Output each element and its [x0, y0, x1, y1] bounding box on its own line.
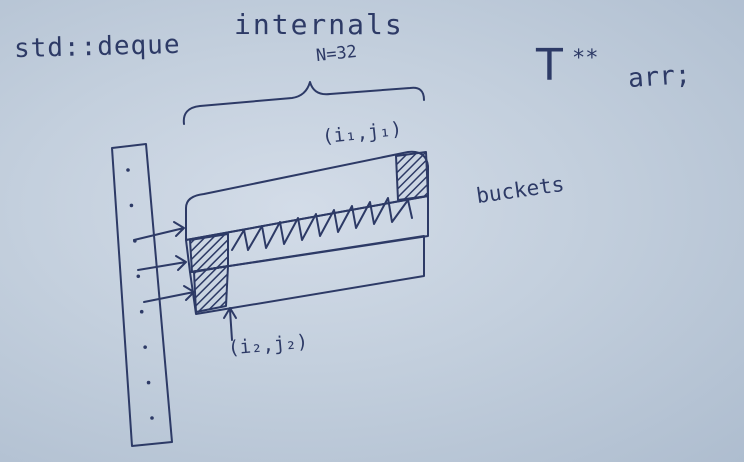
bucket-1 [185, 150, 429, 241]
arrow-to-last-index [223, 307, 237, 341]
title-std-deque: std::deque [13, 29, 181, 65]
map-array-dots [126, 168, 154, 420]
map-array-dot [139, 309, 144, 314]
arrow-to-bucket-2 [137, 255, 187, 271]
bucket-3-hatched-start [193, 265, 229, 313]
bucket-3 [189, 235, 425, 315]
array-name: arr; [627, 59, 692, 95]
arrow-to-bucket-3 [143, 285, 195, 303]
bucket-2 [185, 195, 429, 273]
map-array-dot [146, 380, 151, 385]
pointer-stars: ** [572, 46, 599, 71]
bucket-size-label: N=32 [315, 41, 358, 67]
type-symbol: T [536, 40, 563, 91]
brace [182, 81, 425, 125]
arrow-to-bucket-1 [133, 221, 185, 241]
title-internals: internals [234, 8, 404, 41]
map-array-dot [129, 203, 134, 208]
bucket-2-zigzag [231, 197, 413, 251]
bucket-1-hatched-end [395, 151, 429, 201]
map-array-dot [126, 168, 130, 172]
map-array [111, 143, 173, 447]
map-array-dot [143, 345, 147, 349]
map-array-dot [150, 416, 154, 420]
map-array-dot [136, 274, 141, 279]
